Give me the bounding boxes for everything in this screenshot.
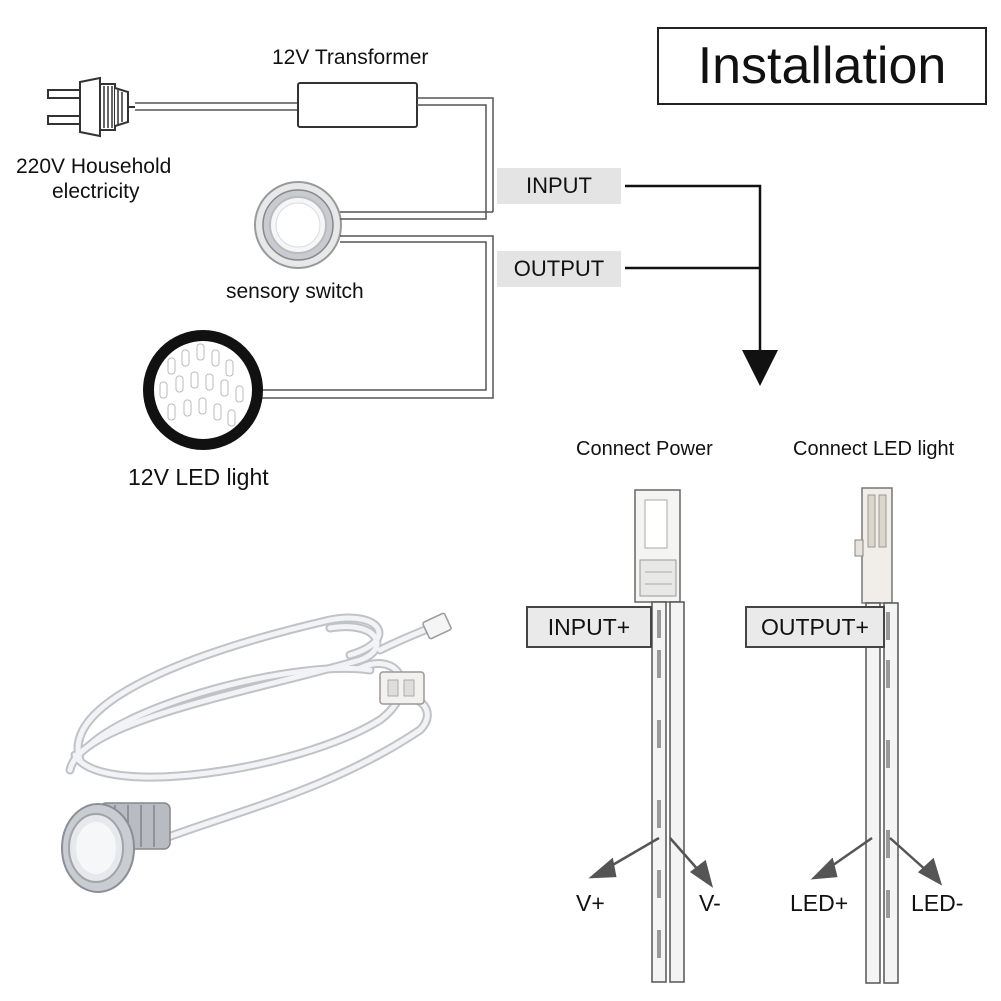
page-title: Installation [657, 27, 987, 105]
input-plus-tag: INPUT+ [526, 606, 652, 648]
power-wire-arrows [588, 836, 714, 888]
power-plug-icon [47, 76, 135, 138]
v-plus-label: V+ [576, 890, 605, 916]
household-label-line2: electricity [52, 180, 140, 203]
connect-power-heading: Connect Power [576, 438, 713, 460]
output-tag: OUTPUT [497, 251, 621, 287]
led-wire-arrows [810, 836, 943, 886]
led-light-label: 12V LED light [128, 464, 269, 490]
product-connector-small-icon [422, 612, 452, 640]
product-sensor-icon [61, 802, 171, 893]
v-minus-label: V- [699, 890, 721, 916]
product-connector-large-icon [379, 671, 425, 705]
sensor-label: sensory switch [226, 280, 364, 303]
transformer-output-wires [417, 97, 494, 212]
flow-arrow [625, 184, 762, 355]
led-plus-label: LED+ [790, 890, 849, 916]
led-light-icon [143, 330, 263, 450]
transformer-label: 12V Transformer [272, 46, 429, 69]
arrow-down-icon [742, 350, 778, 386]
led-cable [865, 602, 899, 984]
connect-led-heading: Connect LED light [793, 438, 955, 460]
plug-cable [135, 102, 298, 111]
sensor-switch-icon [254, 181, 342, 269]
power-connector-icon [634, 489, 681, 603]
led-connector-icon [854, 487, 893, 604]
power-cable [651, 601, 685, 983]
sensor-wires [262, 204, 494, 399]
led-minus-label: LED- [911, 890, 964, 916]
household-label-line1: 220V Household [16, 155, 172, 178]
transformer-box [297, 82, 418, 128]
input-tag: INPUT [497, 168, 621, 204]
output-plus-tag: OUTPUT+ [745, 606, 885, 648]
